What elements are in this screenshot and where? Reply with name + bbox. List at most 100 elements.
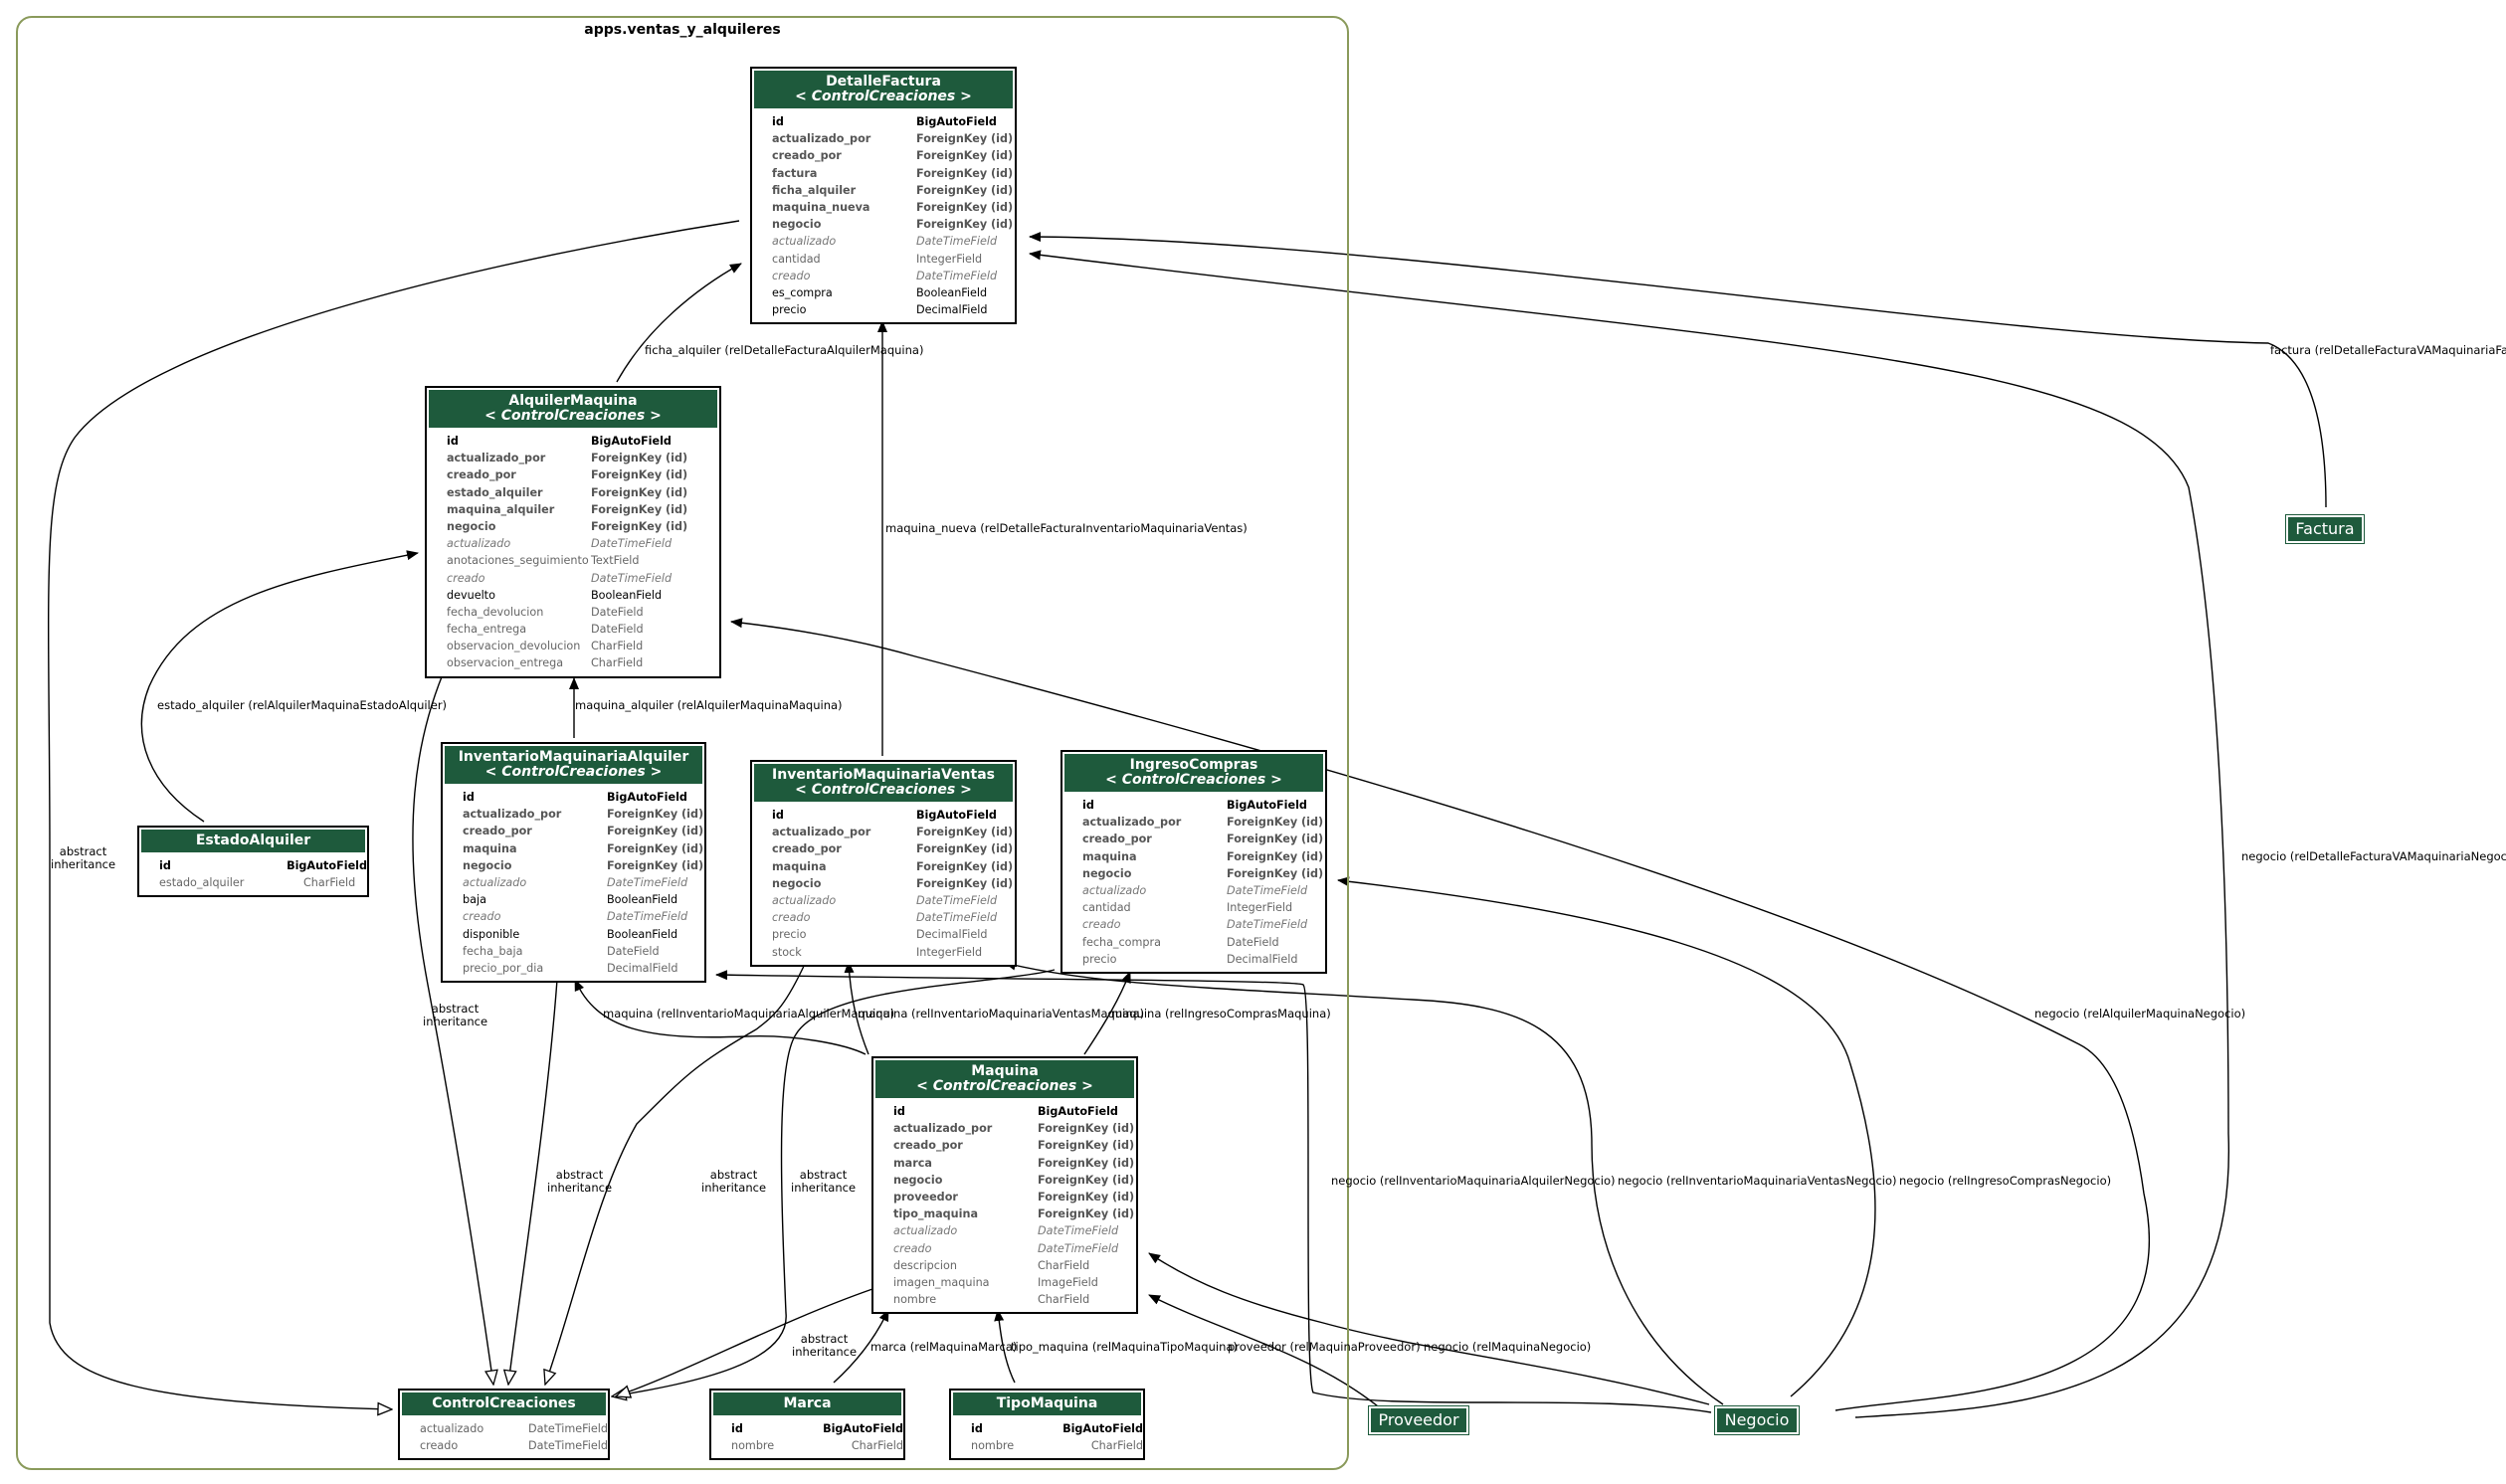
edge-label-abstract-3: abstract inheritance (547, 1168, 613, 1195)
field-type: ImageField (1038, 1275, 1098, 1289)
field-type: BigAutoField (607, 791, 687, 804)
cluster-title: apps.ventas_y_alquileres (584, 22, 781, 38)
model-header: ControlCreaciones (400, 1391, 608, 1417)
field-type: IntegerField (1227, 901, 1293, 915)
edge-label-negocio-ingreso: negocio (relIngresoComprasNegocio) (1899, 1174, 2112, 1188)
field-name: creado (772, 269, 811, 282)
field-type: DateTimeField (1038, 1241, 1119, 1255)
field-name: actualizado_por (772, 132, 871, 146)
field-name: creado_por (463, 825, 532, 838)
external-proveedor[interactable]: Proveedor (1368, 1405, 1469, 1435)
edge-inherit-maquina (616, 1288, 873, 1396)
model-inventariomaquinariaalquiler[interactable]: InventarioMaquinariaAlquiler< ControlCre… (441, 742, 706, 984)
field-name: creado (447, 571, 485, 585)
field-type: ForeignKey (id) (916, 826, 1014, 839)
field-name: negocio (447, 519, 496, 533)
field-type: ForeignKey (id) (916, 218, 1014, 232)
field-name: id (971, 1422, 983, 1435)
field-name: actualizado (772, 893, 837, 907)
field-name: negocio (893, 1173, 943, 1187)
field-type: ForeignKey (id) (1038, 1207, 1135, 1221)
model-header: AlquilerMaquina< ControlCreaciones > (427, 388, 719, 430)
field-name: id (772, 809, 784, 822)
field-type: BigAutoField (823, 1422, 903, 1435)
external-negocio[interactable]: Negocio (1714, 1405, 1800, 1435)
external-factura[interactable]: Factura (2285, 514, 2365, 544)
field-type: ForeignKey (id) (607, 825, 704, 838)
edge-inherit-invalq (508, 979, 558, 1385)
field-name: proveedor (893, 1190, 958, 1204)
field-row: creado_por ForeignKey (id) (1062, 831, 1325, 847)
model-stereotype: < ControlCreaciones > (484, 764, 663, 780)
field-name: actualizado (447, 537, 511, 551)
field-type: ForeignKey (id) (916, 842, 1014, 856)
edge-negocio-invven (1004, 960, 1724, 1405)
field-name: creado_por (1082, 833, 1152, 846)
field-name: devuelto (447, 588, 495, 602)
model-header: TipoMaquina (951, 1391, 1143, 1417)
field-type: ForeignKey (id) (591, 485, 688, 499)
field-name: actualizado_por (772, 826, 871, 839)
field-type: DecimalField (916, 928, 988, 942)
field-name: descripcion (893, 1258, 957, 1272)
model-name: InventarioMaquinariaVentas (772, 767, 995, 783)
field-name: creado_por (772, 149, 842, 163)
field-name: creado_por (447, 468, 516, 482)
field-name: fecha_entrega (447, 623, 527, 637)
field-name: negocio (772, 876, 822, 890)
field-name: creado (893, 1241, 932, 1255)
field-type: IntegerField (916, 252, 983, 266)
field-name: negocio (772, 218, 822, 232)
field-row: creado DateTimeField (873, 1240, 1136, 1257)
field-name: precio (772, 928, 807, 942)
field-name: maquina (772, 859, 827, 873)
edge-label-negocio-detalle: negocio (relDetalleFacturaVAMaquinariaNe… (2241, 849, 2506, 863)
field-name: actualizado (420, 1422, 484, 1435)
field-type: BigAutoField (916, 115, 997, 128)
edge-label-negocio-invalq: negocio (relInventarioMaquinariaAlquiler… (1331, 1174, 1616, 1188)
field-name: maquina (1082, 849, 1137, 863)
field-type: DateTimeField (916, 235, 998, 249)
model-stereotype: < ControlCreaciones > (795, 782, 972, 798)
field-type: CharField (591, 656, 644, 670)
model-inventariomaquinariaventas[interactable]: InventarioMaquinariaVentas< ControlCreac… (750, 760, 1017, 967)
field-name: actualizado_por (463, 808, 562, 822)
field-name: fecha_compra (1082, 935, 1161, 949)
field-type: ForeignKey (id) (1227, 833, 1324, 846)
field-type: DecimalField (1227, 952, 1298, 966)
model-name: Maquina (971, 1063, 1039, 1079)
edge-label-maquina-nueva: maquina_nueva (relDetalleFacturaInventar… (885, 521, 1248, 535)
field-name: cantidad (1082, 901, 1131, 915)
field-type: BigAutoField (1062, 1422, 1143, 1435)
edge-label-negocio-invven: negocio (relInventarioMaquinariaVentasNe… (1618, 1174, 1897, 1188)
